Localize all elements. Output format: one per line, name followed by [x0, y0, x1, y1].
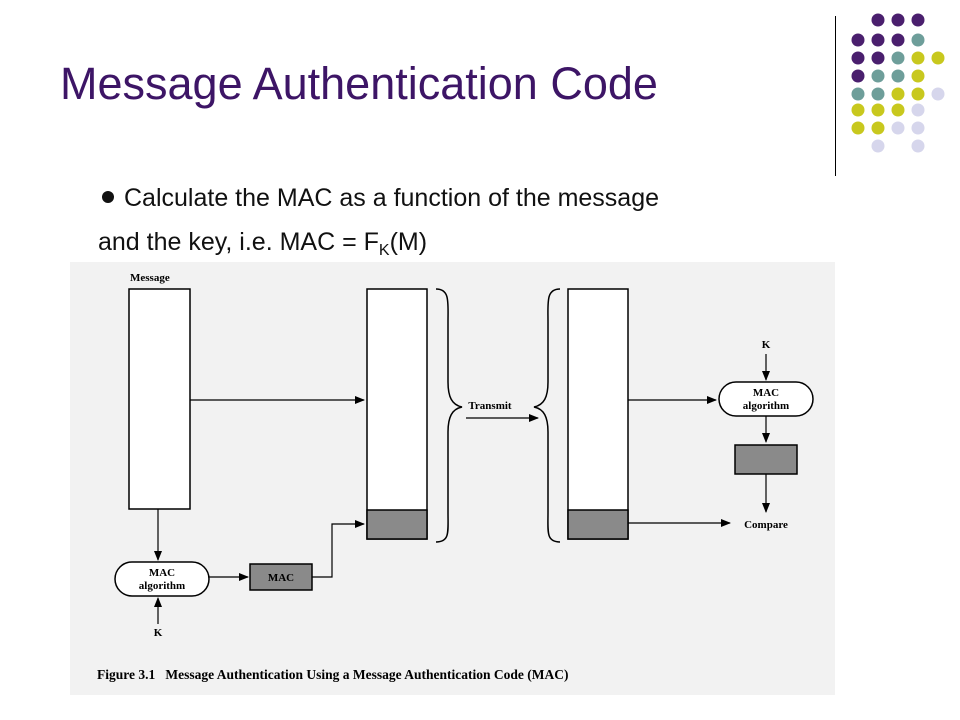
slide-title: Message Authentication Code — [60, 58, 658, 109]
computed-mac-box — [734, 444, 798, 475]
decorative-dot — [931, 87, 945, 101]
subscript-key: K — [378, 242, 390, 259]
bullet-point: Calculate the MAC as a function of the m… — [98, 176, 820, 273]
sender-mac-algorithm-label-1: MAC — [149, 567, 175, 579]
decorative-dot-grid — [851, 13, 945, 153]
decorative-dot — [851, 51, 865, 65]
mac-diagram-figure: Message MAC algorithm K MAC Transmit — [70, 262, 835, 695]
decorative-dot — [911, 69, 925, 83]
decorative-dot — [911, 87, 925, 101]
message-label: Message — [130, 272, 170, 284]
decorative-dot — [891, 51, 905, 65]
sender-block — [366, 288, 428, 540]
decorative-dot — [911, 121, 925, 135]
receiver-mac-algorithm-label-1: MAC — [753, 387, 779, 399]
decorative-dot — [911, 51, 925, 65]
bullet-text-1: Calculate the MAC as a function of the m… — [124, 184, 660, 212]
bullet-line-1: Calculate the MAC as a function of the m… — [100, 176, 820, 220]
decorative-dot — [871, 103, 885, 117]
decorative-dot — [851, 121, 865, 135]
receiver-brace — [533, 288, 561, 543]
transmit-label: Transmit — [468, 400, 512, 412]
figure-caption: Figure 3.1 Message Authentication Using … — [97, 667, 568, 682]
receiver-block-mac — [567, 509, 629, 540]
decorative-dot — [871, 69, 885, 83]
decorative-dot — [911, 13, 925, 27]
decorative-dot — [871, 51, 885, 65]
decorative-dot — [851, 33, 865, 47]
decorative-dot — [871, 121, 885, 135]
mac-box — [249, 563, 313, 591]
decorative-dot — [851, 87, 865, 101]
decorative-dot — [911, 33, 925, 47]
decorative-dot — [891, 103, 905, 117]
decorative-dot — [911, 103, 925, 117]
decorative-dot — [851, 69, 865, 83]
decorative-dot — [891, 87, 905, 101]
mac-diagram: Message MAC algorithm K MAC Transmit — [97, 272, 814, 682]
decorative-dot — [891, 13, 905, 27]
decorative-dot — [871, 13, 885, 27]
mac-box-label: MAC — [268, 572, 294, 584]
decorative-dot — [851, 103, 865, 117]
bullet-text-2-suffix: (M) — [389, 228, 428, 256]
sender-mac-algorithm — [114, 561, 210, 597]
receiver-block — [567, 288, 629, 540]
sender-mac-algorithm-label-2: algorithm — [139, 580, 185, 592]
compare-label: Compare — [744, 519, 788, 531]
bullet-line-2: and the key, i.e. MAC = FK(M) — [98, 220, 820, 273]
sender-block-mac — [366, 509, 428, 540]
message-box — [128, 288, 191, 510]
decorative-dot — [891, 33, 905, 47]
decorative-dot — [891, 69, 905, 83]
mac-to-block-arrow — [312, 520, 365, 578]
bullet-text-2: and the key, i.e. MAC = F — [98, 228, 379, 256]
sender-brace — [435, 288, 463, 543]
sender-key-label: K — [154, 627, 163, 639]
decorative-dot — [931, 51, 945, 65]
decorative-dot — [871, 139, 885, 153]
receiver-mac-algorithm-label-2: algorithm — [743, 400, 789, 412]
receiver-key-label: K — [762, 339, 771, 351]
decorative-dot — [911, 139, 925, 153]
decorative-dot — [871, 87, 885, 101]
decorative-dot — [871, 33, 885, 47]
bullet-icon — [102, 191, 114, 203]
decorative-dot — [891, 121, 905, 135]
title-divider-line — [835, 16, 836, 176]
